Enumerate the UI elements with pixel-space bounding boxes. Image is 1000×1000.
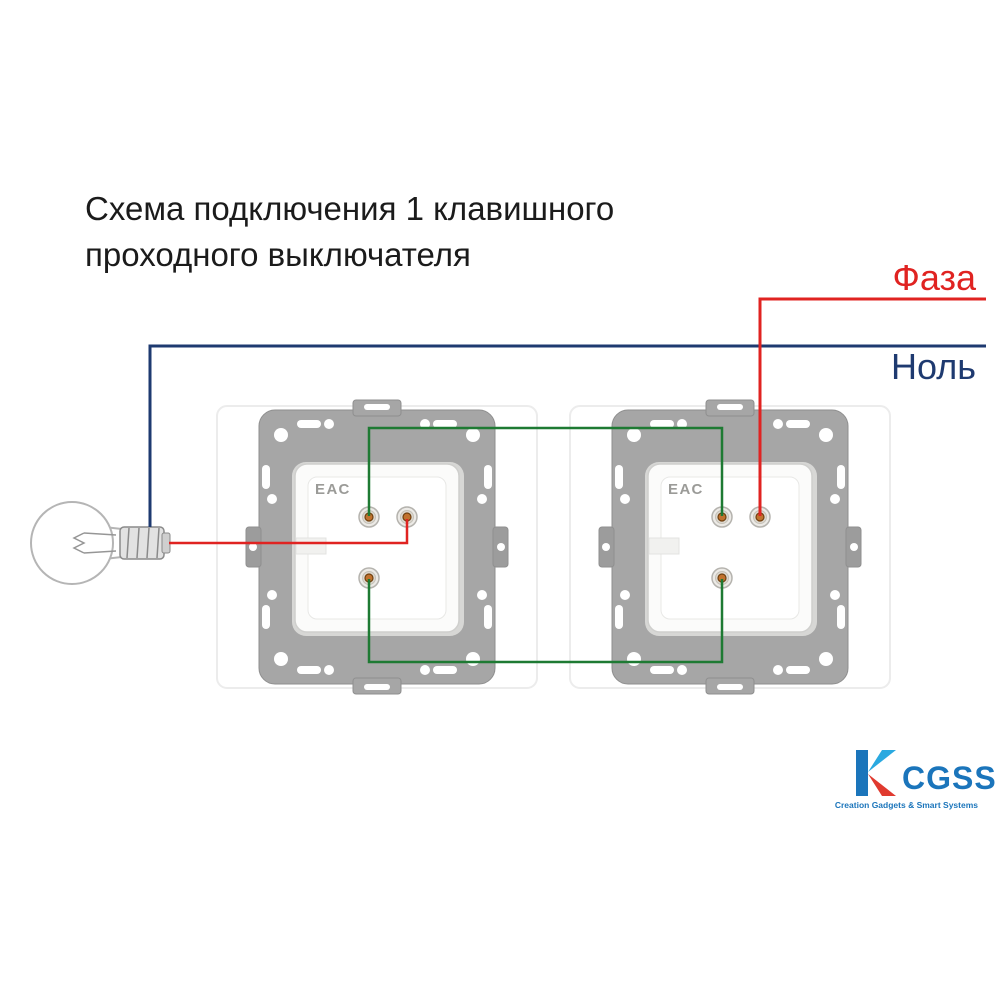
traveler-wire-top bbox=[367, 426, 724, 516]
logo-mark-upper-arm bbox=[868, 750, 896, 772]
eac-mark-left: ЕАС bbox=[315, 481, 351, 498]
lamp-feed-wire bbox=[169, 519, 409, 545]
logo-wordmark: CGSS bbox=[902, 760, 997, 796]
switch-left bbox=[216, 399, 538, 695]
diagram-title-line1: Схема подключения 1 клавишного bbox=[85, 190, 614, 227]
bulb-glass bbox=[30, 501, 114, 585]
brand-logo: CGSS Creation Gadgets & Smart Systems bbox=[835, 750, 997, 810]
bulb-contact-tip bbox=[161, 532, 171, 554]
neutral-wire bbox=[148, 344, 986, 527]
phase-wire bbox=[758, 297, 986, 516]
logo-tagline: Creation Gadgets & Smart Systems bbox=[835, 800, 978, 810]
light-bulb bbox=[30, 501, 171, 585]
diagram-title-line2: проходного выключателя bbox=[85, 236, 471, 273]
traveler-wire-bottom bbox=[367, 579, 724, 664]
logo-mark-lower-arm bbox=[868, 774, 896, 796]
switch-right bbox=[569, 399, 891, 695]
bulb-screw-threads bbox=[126, 527, 160, 559]
bulb-filament bbox=[72, 532, 117, 554]
eac-mark-right: ЕАС bbox=[668, 481, 704, 498]
logo-mark-bar bbox=[856, 750, 868, 796]
neutral-label: Ноль bbox=[891, 346, 976, 387]
phase-label: Фаза bbox=[892, 257, 976, 298]
